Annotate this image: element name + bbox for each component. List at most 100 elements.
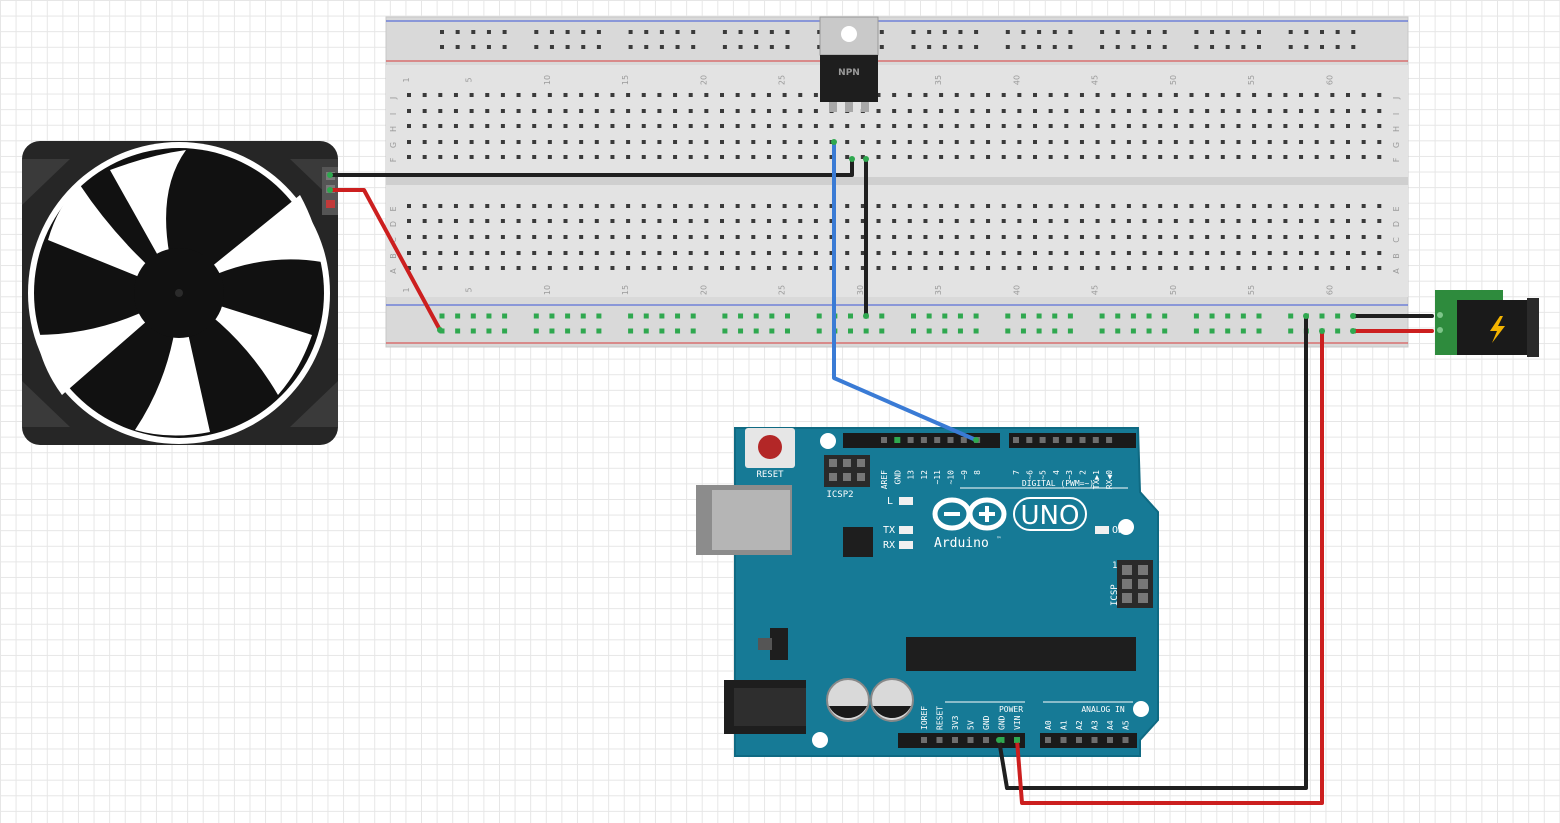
breadboard-hole[interactable]: [1361, 266, 1366, 270]
breadboard-hole[interactable]: [782, 266, 787, 270]
rail-hole-connected[interactable]: [580, 328, 586, 334]
breadboard-hole[interactable]: [1017, 219, 1022, 223]
rail-hole[interactable]: [817, 45, 822, 49]
breadboard-hole[interactable]: [1017, 140, 1022, 144]
rail-hole[interactable]: [738, 45, 743, 49]
breadboard-hole[interactable]: [1346, 124, 1350, 128]
breadboard-hole[interactable]: [422, 155, 427, 159]
rail-hole[interactable]: [911, 30, 916, 34]
breadboard-hole[interactable]: [954, 266, 959, 270]
breadboard-hole[interactable]: [751, 93, 756, 97]
breadboard-hole[interactable]: [469, 235, 474, 239]
rail-hole-connected[interactable]: [1162, 328, 1168, 334]
breadboard-hole[interactable]: [1236, 155, 1241, 159]
breadboard-hole[interactable]: [453, 266, 458, 270]
breadboard-hole[interactable]: [1142, 124, 1147, 128]
rail-hole-connected[interactable]: [738, 313, 744, 319]
rail-hole-connected[interactable]: [1146, 328, 1152, 334]
breadboard-hole[interactable]: [1048, 266, 1053, 270]
breadboard-hole[interactable]: [1173, 109, 1178, 113]
header-pin[interactable]: [967, 737, 974, 743]
header-pin[interactable]: [894, 437, 901, 443]
breadboard-hole[interactable]: [766, 124, 771, 128]
breadboard-hole[interactable]: [1033, 93, 1037, 97]
breadboard-hole[interactable]: [469, 93, 474, 97]
rail-hole-connected[interactable]: [580, 313, 586, 319]
breadboard-hole[interactable]: [407, 124, 411, 128]
rail-hole-connected[interactable]: [1099, 313, 1105, 319]
breadboard-hole[interactable]: [1142, 235, 1147, 239]
rail-hole[interactable]: [879, 45, 884, 49]
breadboard-hole[interactable]: [1142, 155, 1147, 159]
breadboard-hole[interactable]: [594, 251, 599, 255]
breadboard-hole[interactable]: [1064, 251, 1069, 255]
rail-hole[interactable]: [1335, 30, 1340, 34]
breadboard-hole[interactable]: [579, 93, 584, 97]
breadboard-hole[interactable]: [1064, 219, 1069, 223]
header-pin[interactable]: [1013, 437, 1019, 443]
rail-hole[interactable]: [1068, 45, 1073, 49]
breadboard-hole[interactable]: [1252, 266, 1257, 270]
breadboard-hole[interactable]: [766, 235, 771, 239]
rail-hole-connected[interactable]: [722, 313, 728, 319]
breadboard-hole[interactable]: [939, 155, 944, 159]
wire-base-to-pin9[interactable]: [832, 140, 978, 442]
breadboard-hole[interactable]: [798, 140, 803, 144]
rail-hole[interactable]: [581, 45, 586, 49]
breadboard-hole[interactable]: [1252, 109, 1257, 113]
breadboard-hole[interactable]: [860, 155, 865, 159]
breadboard-hole[interactable]: [720, 140, 724, 144]
breadboard-hole[interactable]: [1267, 266, 1272, 270]
breadboard-hole[interactable]: [939, 93, 944, 97]
breadboard-hole[interactable]: [1205, 109, 1210, 113]
breadboard-hole[interactable]: [860, 235, 865, 239]
rail-hole[interactable]: [927, 45, 932, 49]
breadboard-hole[interactable]: [720, 124, 724, 128]
rail-hole-connected[interactable]: [502, 313, 508, 319]
rail-hole[interactable]: [738, 30, 743, 34]
breadboard-hole[interactable]: [1111, 93, 1116, 97]
rail-hole[interactable]: [1147, 30, 1152, 34]
breadboard-hole[interactable]: [626, 140, 631, 144]
breadboard-hole[interactable]: [516, 155, 521, 159]
breadboard-hole[interactable]: [845, 124, 850, 128]
breadboard-hole[interactable]: [720, 235, 724, 239]
header-pin[interactable]: [1039, 437, 1046, 443]
breadboard-hole[interactable]: [1267, 235, 1272, 239]
header-pin[interactable]: [934, 437, 941, 443]
breadboard-hole[interactable]: [1330, 235, 1335, 239]
breadboard-hole[interactable]: [1283, 266, 1288, 270]
breadboard-hole[interactable]: [1001, 219, 1006, 223]
breadboard-hole[interactable]: [845, 235, 850, 239]
breadboard-hole[interactable]: [626, 235, 631, 239]
fan[interactable]: [22, 141, 338, 445]
breadboard-hole[interactable]: [970, 140, 975, 144]
breadboard-hole[interactable]: [782, 109, 787, 113]
breadboard-hole[interactable]: [485, 155, 490, 159]
breadboard-hole[interactable]: [626, 251, 631, 255]
rail-hole-connected[interactable]: [1256, 328, 1262, 334]
breadboard-hole[interactable]: [1017, 235, 1022, 239]
breadboard-hole[interactable]: [1064, 124, 1069, 128]
breadboard-hole[interactable]: [532, 155, 537, 159]
breadboard-hole[interactable]: [407, 155, 411, 159]
breadboard-hole[interactable]: [829, 235, 834, 239]
breadboard-hole[interactable]: [845, 219, 850, 223]
rail-hole[interactable]: [486, 30, 491, 34]
breadboard-hole[interactable]: [907, 204, 912, 208]
breadboard-hole[interactable]: [688, 109, 693, 113]
rail-hole-connected[interactable]: [911, 328, 916, 334]
breadboard-hole[interactable]: [1330, 109, 1335, 113]
breadboard-hole[interactable]: [485, 204, 490, 208]
breadboard-hole[interactable]: [829, 155, 834, 159]
rail-hole-connected[interactable]: [769, 313, 775, 319]
breadboard-hole[interactable]: [782, 155, 787, 159]
breadboard-hole[interactable]: [1158, 140, 1163, 144]
breadboard-hole[interactable]: [907, 109, 912, 113]
breadboard-hole[interactable]: [532, 235, 537, 239]
breadboard-hole[interactable]: [1048, 93, 1053, 97]
rail-hole-connected[interactable]: [628, 313, 634, 319]
breadboard-hole[interactable]: [547, 235, 552, 239]
rail-hole-connected[interactable]: [1319, 313, 1325, 319]
breadboard-hole[interactable]: [1205, 204, 1210, 208]
